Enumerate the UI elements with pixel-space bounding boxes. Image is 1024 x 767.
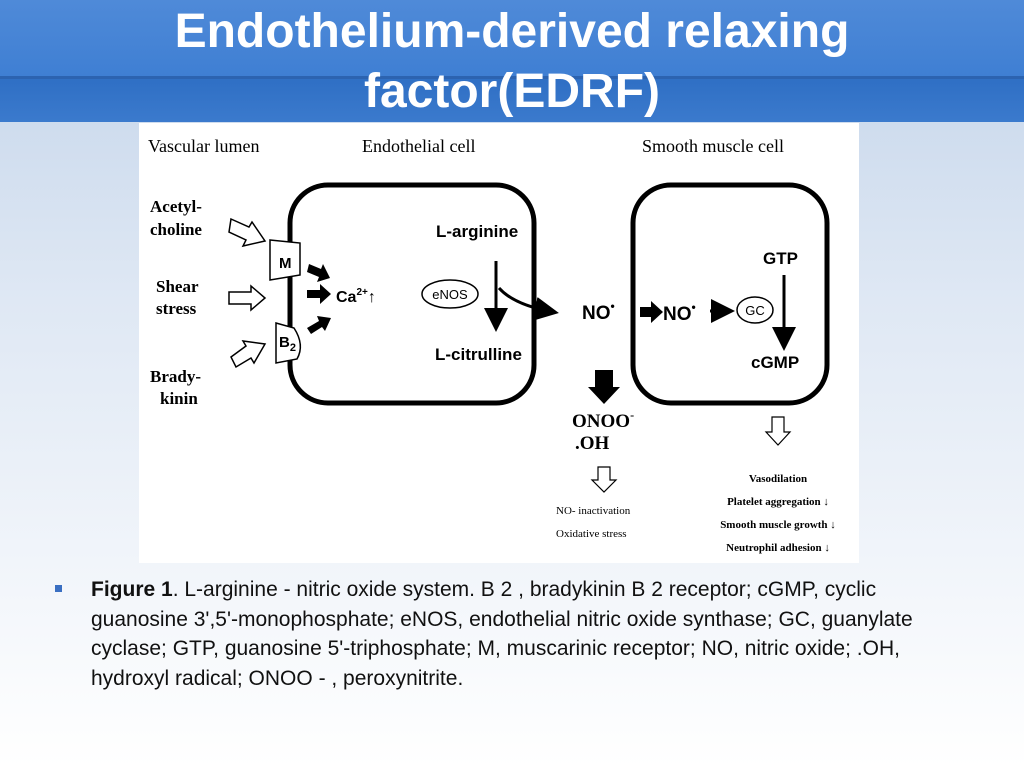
no-release-curve-arrow [497, 286, 559, 321]
gc-label: GC [745, 303, 765, 318]
smooth-muscle-growth-text: Smooth muscle growth ↓ [720, 519, 836, 531]
edrf-diagram: Vascular lumen Endothelial cell Smooth m… [148, 136, 836, 554]
bradykinin-hollow-arrow [230, 340, 267, 369]
platelet-aggregation-text: Platelet aggregation ↓ [727, 496, 829, 508]
shear-to-calcium-arrow [307, 284, 331, 304]
slide-title: Endothelium-derived relaxing factor(EDRF… [0, 2, 1024, 122]
peroxynitrite-label: ONOO- [572, 408, 634, 432]
bullet-icon [55, 585, 62, 592]
l-citrulline-label: L-citrulline [435, 345, 522, 364]
bradykinin-receptor-label: B2 [279, 334, 296, 354]
l-arginine-label: L-arginine [436, 222, 518, 241]
figure-panel: Vascular lumen Endothelial cell Smooth m… [139, 123, 859, 563]
caption-lead: Figure 1 [91, 578, 173, 601]
oxidative-stress-text: Oxidative stress [556, 528, 627, 540]
b2-to-calcium-arrow [307, 316, 331, 334]
bradykinin-label: Brady- kinin [150, 367, 205, 408]
caption-text: Figure 1. L-arginine - nitric oxide syst… [91, 575, 970, 693]
muscarinic-receptor-label: M [279, 255, 292, 272]
acetylcholine-hollow-arrow [228, 217, 267, 248]
cgmp-outcome-arrow [764, 416, 792, 446]
smooth-muscle-cell-box [630, 182, 830, 406]
no-label-extracellular: NO• [582, 299, 615, 324]
endothelial-cell-box [287, 182, 537, 406]
no-inactivation-text: NO- inactivation [556, 505, 631, 517]
vascular-lumen-label: Vascular lumen [148, 136, 259, 156]
neutrophil-adhesion-text: Neutrophil adhesion ↓ [726, 542, 830, 554]
slide-title-line-2: factor(EDRF) [364, 65, 660, 118]
enos-ellipse [421, 279, 479, 309]
no-diffusion-arrow [640, 301, 663, 323]
hydroxyl-radical-label: .OH [575, 433, 610, 454]
title-divider [0, 76, 1024, 79]
bradykinin-receptor-shape [275, 322, 302, 364]
shear-stress-hollow-arrow [228, 284, 267, 312]
acetylcholine-label: Acetyl- choline [150, 197, 206, 239]
shear-stress-label: Shear stress [156, 277, 202, 318]
vasodilation-text: Vasodilation [749, 473, 807, 485]
slide-title-line-1: Endothelium-derived relaxing [174, 5, 850, 58]
m-to-calcium-arrow [307, 264, 330, 282]
gc-ellipse [736, 296, 774, 324]
calcium-label: Ca2+↑ [336, 287, 376, 306]
no-label-smooth-muscle: NO• [663, 300, 696, 325]
caption-body: . L-arginine - nitric oxide system. B 2 … [91, 578, 913, 690]
muscarinic-receptor-shape [269, 239, 301, 281]
title-bar [0, 0, 1024, 122]
peroxynitrite-outcome-arrow [590, 466, 618, 493]
enos-label: eNOS [432, 287, 468, 302]
endothelial-cell-label: Endothelial cell [362, 136, 475, 156]
no-to-peroxynitrite-arrow [588, 370, 620, 404]
figure-caption: Figure 1. L-arginine - nitric oxide syst… [55, 575, 970, 693]
cgmp-label: cGMP [751, 353, 799, 372]
gtp-label: GTP [763, 249, 798, 268]
smooth-muscle-cell-label: Smooth muscle cell [642, 136, 784, 156]
